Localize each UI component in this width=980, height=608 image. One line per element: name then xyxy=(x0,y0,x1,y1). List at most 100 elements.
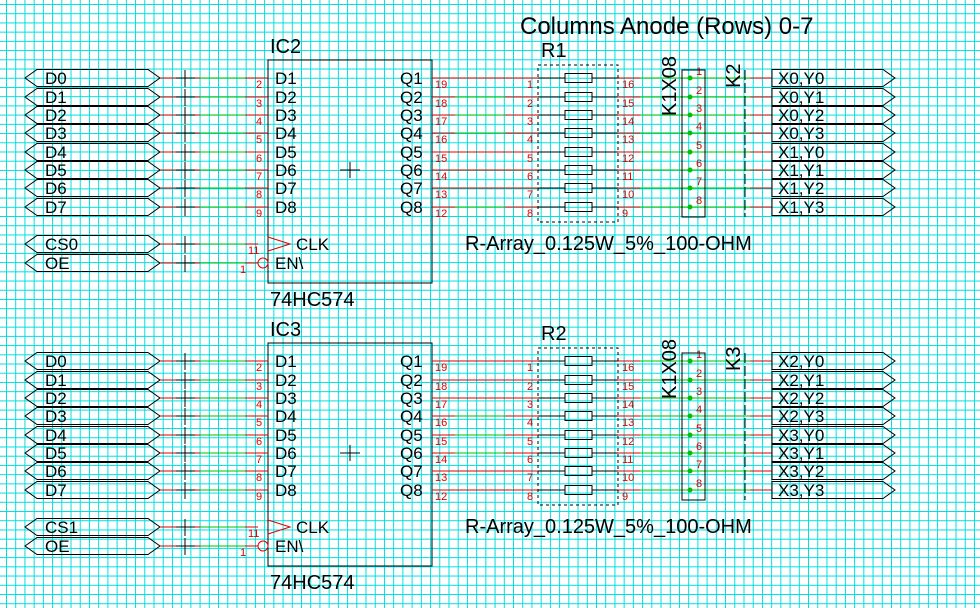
net-label-output-text: X3,Y2 xyxy=(778,462,824,481)
net-label-output[interactable] xyxy=(771,106,896,124)
pin-number: 15 xyxy=(435,436,447,448)
net-label-input-text: D4 xyxy=(45,143,67,162)
pin-number: 12 xyxy=(622,153,634,165)
net-label-input[interactable] xyxy=(24,124,161,142)
resistor-array-outline xyxy=(537,64,619,223)
net-label-output[interactable] xyxy=(771,161,896,179)
pin-name: Q4 xyxy=(400,407,423,426)
connector-pin-dot xyxy=(687,413,693,419)
net-label-oe[interactable] xyxy=(24,537,161,555)
net-label-input[interactable] xyxy=(24,106,161,124)
net-label-output-text: X2,Y1 xyxy=(778,371,824,390)
pin-number: 15 xyxy=(622,98,634,110)
net-label-output[interactable] xyxy=(771,481,896,499)
net-label-output[interactable] xyxy=(771,143,896,161)
resistor xyxy=(564,202,593,212)
net-label-output[interactable] xyxy=(771,124,896,142)
pin-number: 5 xyxy=(256,134,262,146)
net-label-input-text: D2 xyxy=(45,106,67,125)
net-label-output[interactable] xyxy=(771,389,896,407)
pin-number: 9 xyxy=(256,208,262,220)
net-label-input[interactable] xyxy=(24,161,161,179)
net-label-input-text: D5 xyxy=(45,161,67,180)
net-label-input[interactable] xyxy=(24,462,161,480)
connector-pin-dot xyxy=(687,487,693,493)
net-label-input[interactable] xyxy=(24,444,161,462)
net-label-output[interactable] xyxy=(771,462,896,480)
pin-name: D4 xyxy=(275,124,297,143)
net-label-output-text: X1,Y2 xyxy=(778,179,824,198)
net-label-input[interactable] xyxy=(24,407,161,425)
net-label-oe[interactable] xyxy=(24,254,161,272)
pin-number: 13 xyxy=(435,189,447,201)
connector-pin-number: 8 xyxy=(696,195,702,207)
connector-pin-number: 4 xyxy=(696,404,702,416)
pin-number: 18 xyxy=(435,381,447,393)
net-label-output-text: X3,Y3 xyxy=(778,481,824,500)
pin-number: 11 xyxy=(248,245,259,257)
connector-pin-number: 6 xyxy=(696,441,702,453)
net-label-output[interactable] xyxy=(771,426,896,444)
connector-type: K1X08 xyxy=(659,339,681,399)
net-label-output[interactable] xyxy=(771,198,896,216)
connector-pin-number: 4 xyxy=(696,121,702,133)
net-label-output-text: X3,Y0 xyxy=(778,426,824,445)
net-label-input[interactable] xyxy=(24,69,161,87)
pin-name-clk: CLK xyxy=(296,518,330,537)
net-label-output-text: X1,Y0 xyxy=(778,143,824,162)
net-label-cs[interactable] xyxy=(24,518,161,536)
resistor xyxy=(564,411,593,421)
sheet-title: Columns Anode (Rows) 0-7 xyxy=(520,13,813,40)
net-label-output-text: X2,Y3 xyxy=(778,407,824,426)
net-label-output[interactable] xyxy=(771,88,896,106)
pin-name: D1 xyxy=(275,352,297,371)
pin-number: 5 xyxy=(256,417,262,429)
pin-name-en: EN\ xyxy=(275,537,304,556)
pin-name: D1 xyxy=(275,69,297,88)
net-label-output-text: X0,Y0 xyxy=(778,69,824,88)
clock-icon xyxy=(267,519,292,535)
net-label-cs[interactable] xyxy=(24,235,161,253)
net-label-input[interactable] xyxy=(24,426,161,444)
net-label-output[interactable] xyxy=(771,407,896,425)
pin-name: D2 xyxy=(275,88,297,107)
pin-number: 3 xyxy=(256,381,262,393)
net-label-output[interactable] xyxy=(771,352,896,370)
pin-number: 17 xyxy=(435,116,447,128)
net-label-input[interactable] xyxy=(24,352,161,370)
inverter-bubble-icon xyxy=(257,540,269,552)
net-label-input[interactable] xyxy=(24,481,161,499)
net-label-input-text: D1 xyxy=(45,371,67,390)
net-label-output[interactable] xyxy=(771,444,896,462)
connector-pin-number: 5 xyxy=(696,423,702,435)
connector-pin-dot xyxy=(687,358,693,364)
pin-name: Q2 xyxy=(400,88,423,107)
net-label-input[interactable] xyxy=(24,371,161,389)
net-label-output-text: X0,Y1 xyxy=(778,88,824,107)
resistor xyxy=(564,92,593,102)
net-label-input-text: D3 xyxy=(45,124,67,143)
net-label-input[interactable] xyxy=(24,179,161,197)
net-label-input[interactable] xyxy=(24,198,161,216)
connector-pin-number: 7 xyxy=(696,459,702,471)
pin-name: Q5 xyxy=(400,426,423,445)
net-label-output-text: X0,Y3 xyxy=(778,124,824,143)
net-label-cs-text: CS0 xyxy=(45,235,78,254)
net-label-output[interactable] xyxy=(771,69,896,87)
net-label-input[interactable] xyxy=(24,389,161,407)
connector-pin-dot xyxy=(687,149,693,155)
net-label-output[interactable] xyxy=(771,371,896,389)
pin-name: Q6 xyxy=(400,444,423,463)
pin-number: 18 xyxy=(435,98,447,110)
net-label-input[interactable] xyxy=(24,88,161,106)
pin-number: 5 xyxy=(527,436,533,448)
pin-name: D7 xyxy=(275,179,297,198)
net-label-input[interactable] xyxy=(24,143,161,161)
resistor xyxy=(564,430,593,440)
net-label-output[interactable] xyxy=(771,179,896,197)
pin-name: D2 xyxy=(275,371,297,390)
pin-number: 15 xyxy=(435,153,447,165)
net-label-input-text: D5 xyxy=(45,444,67,463)
resistor xyxy=(564,110,593,120)
pin-number: 14 xyxy=(435,171,447,183)
